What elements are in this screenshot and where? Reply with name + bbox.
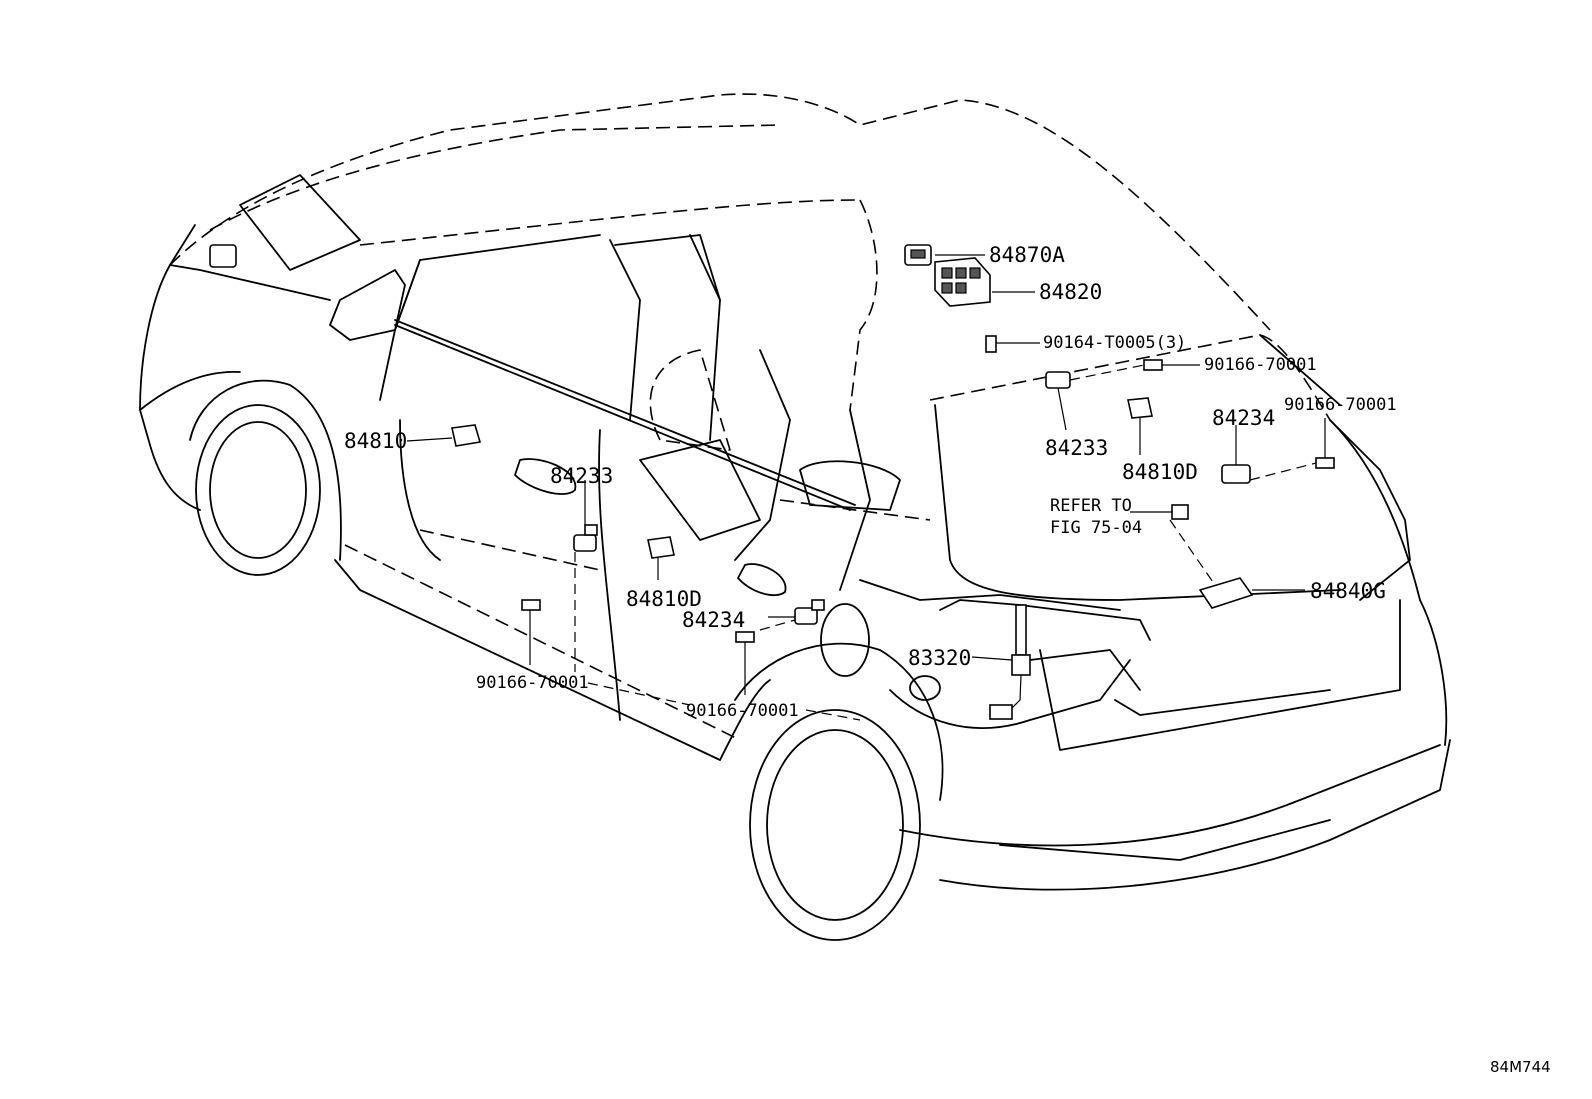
part-84233-rear-right [1045,371,1071,389]
label-84870a: 84870A [989,243,1065,267]
part-84840g-switch [1198,577,1254,609]
part-screw-refer [1171,504,1189,520]
part-84810-switch [451,424,482,447]
part-83320-sensor [989,604,1031,720]
label-84810d-left: 84810D [626,587,702,611]
label-84233-left: 84233 [550,464,613,488]
part-84870a [209,244,237,268]
part-screw-90166-right [1315,457,1335,469]
part-84870a-switch [904,244,932,266]
part-screw-90166-left [521,599,541,611]
parts [209,244,1335,720]
label-90166-70001-left: 90166-70001 [476,673,589,693]
part-84234-left [794,599,825,625]
label-84233-rear: 84233 [1045,436,1108,460]
label-84820: 84820 [1039,280,1102,304]
part-84233-left [573,524,598,552]
label-83320: 83320 [908,646,971,670]
label-84810d-rear: 84810D [1122,460,1198,484]
part-screw-90164 [985,335,997,353]
leader-lines [406,254,1326,721]
label-90166-70001-middle: 90166-70001 [686,701,799,721]
callout-labels: 84870A 84820 90164-T0005(3) 90166-70001 … [344,243,1397,721]
label-84234-rear: 84234 [1212,406,1275,430]
label-fig-75-04: FIG 75-04 [1050,518,1142,538]
part-84820-master-switch [934,257,991,307]
part-84810d-rear-right [1127,397,1153,419]
label-90166-70001-top: 90166-70001 [1204,355,1317,375]
label-90164-t0005: 90164-T0005(3) [1043,333,1186,353]
part-84810d-left [647,536,675,559]
part-84234-rear-right [1221,464,1251,484]
label-84840g: 84840G [1310,579,1386,603]
part-screw-90166-top [1143,359,1163,371]
car-body [139,93,1451,941]
label-84810: 84810 [344,429,407,453]
part-screw-90166-middle [735,631,755,643]
label-refer-to: REFER TO [1050,496,1132,516]
label-90166-70001-right: 90166-70001 [1284,395,1397,415]
figure-code: 84M744 [1490,1058,1551,1076]
label-84234-left: 84234 [682,608,745,632]
